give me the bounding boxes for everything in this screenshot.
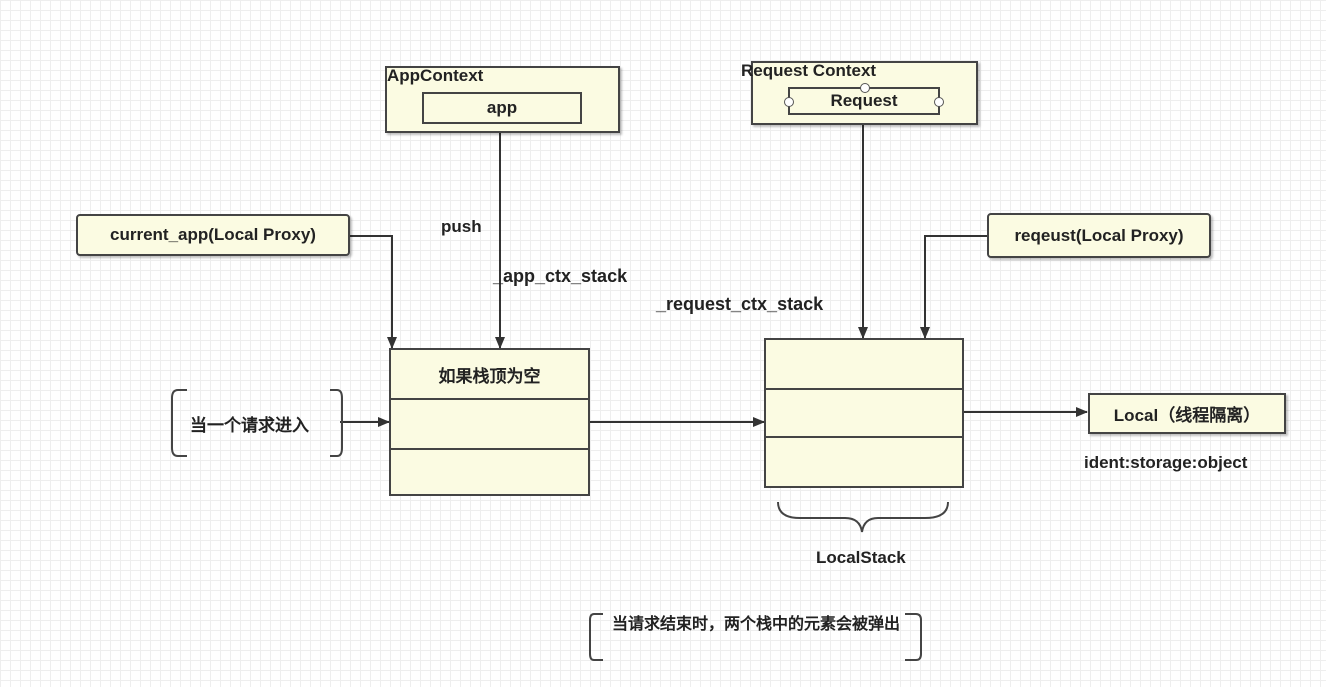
bracket-request-enters-left	[171, 389, 187, 457]
app-context-box: AppContext app	[385, 66, 620, 133]
request-label: Request	[830, 91, 898, 110]
arrow-current-app-to-stack	[350, 235, 397, 349]
resize-handle-left[interactable]	[784, 97, 794, 107]
arrow-request-proxy-to-stack	[920, 235, 987, 339]
app-stack-top-text: 如果栈顶为空	[438, 366, 541, 386]
current-app-proxy-box: current_app(Local Proxy)	[76, 214, 350, 256]
end-note: 当请求结束时，两个栈中的元素会被弹出	[597, 613, 915, 637]
request-stack-cell	[766, 390, 962, 438]
resize-handle-right[interactable]	[934, 97, 944, 107]
bracket-end-note-right	[905, 613, 922, 661]
request-ctx-stack-label: _request_ctx_stack	[656, 294, 824, 314]
localstack-label: LocalStack	[816, 548, 906, 567]
end-note-text: 当请求结束时，两个栈中的元素会被弹出	[611, 616, 900, 633]
app-ctx-stack-label: _app_ctx_stack	[493, 266, 628, 286]
bracket-end-note-left	[589, 613, 603, 661]
request-stack-cell	[766, 340, 962, 390]
localstack-brace	[777, 501, 949, 533]
request-stack-cell	[766, 438, 962, 486]
ident-label: ident:storage:object	[1084, 453, 1248, 472]
request-context-title: Request Context	[741, 61, 877, 80]
app-stack-cell	[391, 400, 588, 450]
current-app-proxy-label: current_app(Local Proxy)	[110, 225, 316, 244]
app-context-title: AppContext	[387, 66, 484, 85]
request-box[interactable]: Request	[784, 83, 944, 115]
request-proxy-label: reqeust(Local Proxy)	[1014, 225, 1184, 245]
request-enters-label: 当一个请求进入	[190, 416, 309, 435]
request-context-box: Request Context Request	[741, 61, 978, 125]
app-stack-top-cell: 如果栈顶为空	[391, 350, 588, 400]
push-label: push	[441, 217, 482, 236]
request-proxy-box: reqeust(Local Proxy)	[987, 213, 1211, 258]
local-label: Local（线程隔离）	[1113, 406, 1261, 425]
app-box: app	[422, 92, 582, 124]
bracket-request-enters-right	[330, 389, 343, 457]
request-stack	[764, 338, 964, 488]
app-stack: 如果栈顶为空	[389, 348, 590, 496]
local-box: Local（线程隔离）	[1088, 393, 1286, 434]
app-stack-cell	[391, 450, 588, 494]
resize-handle-top[interactable]	[860, 83, 870, 93]
app-label: app	[486, 98, 518, 117]
